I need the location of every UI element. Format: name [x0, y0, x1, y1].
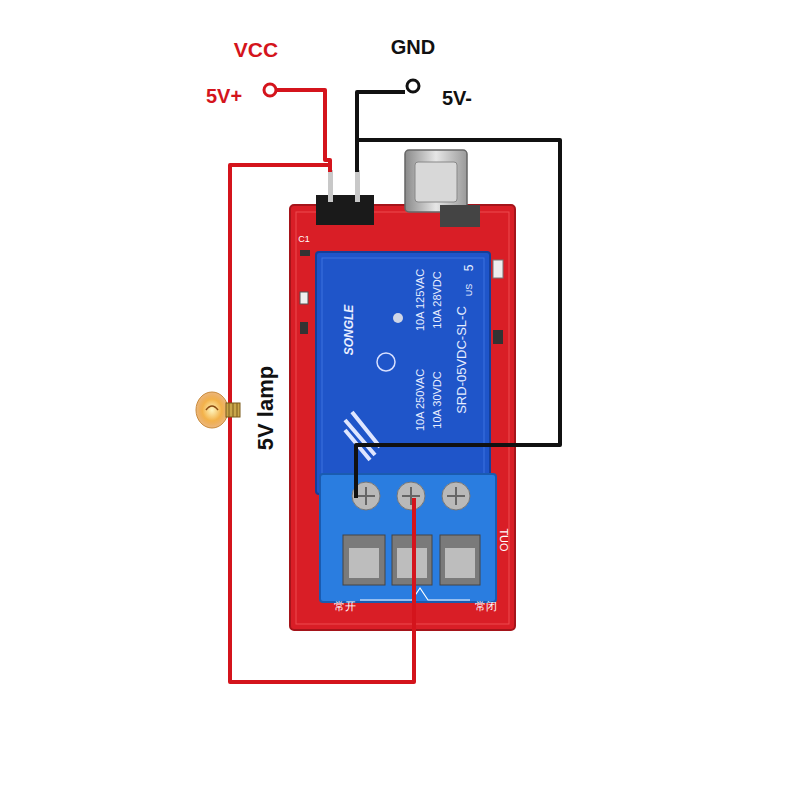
relay-marking: 10A 28VDC	[431, 271, 443, 328]
silkscreen-label: C1	[298, 235, 310, 245]
relay-marking: 10A 125VAC	[414, 269, 426, 331]
lamp-symbol	[196, 392, 240, 428]
ground-label: GND	[391, 36, 435, 58]
silkscreen-label: TUO	[498, 528, 510, 551]
gnd-terminal	[407, 80, 419, 92]
red-wire	[230, 90, 414, 682]
supply-label: VCC	[234, 38, 278, 61]
lamp-label: 5V lamp	[254, 366, 278, 450]
relay-marking: 5	[463, 265, 476, 272]
relay-body	[316, 252, 490, 494]
ground-label: 5V-	[442, 87, 472, 109]
relay-board	[290, 205, 515, 630]
supply-label: 5V+	[206, 85, 242, 107]
terminal-block	[320, 474, 496, 602]
silkscreen-label: 常闭	[475, 600, 497, 612]
relay-model: SRD-05VDC-SL-C	[455, 306, 469, 414]
jumper-component	[405, 150, 480, 227]
relay-marking: SONGLE	[343, 305, 356, 356]
silkscreen-label: 常开	[334, 600, 356, 612]
relay-marking: 10A 250VAC	[414, 369, 426, 431]
relay-marking: 10A 30VDC	[431, 371, 443, 428]
relay-marking: US	[465, 284, 475, 297]
vcc-terminal	[264, 84, 276, 96]
pin-header	[316, 170, 374, 225]
black-wire	[356, 92, 560, 498]
